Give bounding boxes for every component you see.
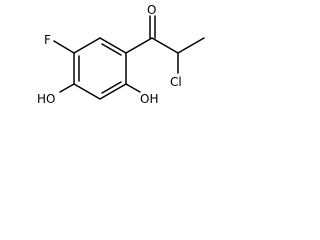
ring-bond-c1-c2-inner [101, 43, 122, 56]
ring-bond-c4-c5 [73, 83, 101, 100]
ring-bond-c1-c2 [99, 37, 127, 54]
bond-ring-fluorine [53, 40, 75, 54]
bond-carbonyl-alpha [151, 37, 179, 54]
chemical-structure: O F Cl HO OH [37, 3, 205, 106]
fluorine-label: F [44, 33, 51, 47]
ring-bond-c3-c4 [99, 83, 127, 100]
bond-alpha-methyl [177, 37, 205, 54]
bond-ring-hydroxyl-left [59, 83, 75, 93]
bond-ring-hydroxyl-right [125, 83, 141, 93]
ring-bond-c6-c1 [73, 37, 101, 54]
ring-bond-c3-c4-inner [101, 81, 122, 94]
hydroxyl-right-label: OH [140, 92, 158, 106]
chlorine-label: Cl [170, 75, 182, 89]
bond-ring-carbonyl [125, 37, 153, 54]
atom-labels: O F Cl HO OH [37, 3, 182, 106]
oxygen-carbonyl-label: O [147, 3, 156, 17]
hydroxyl-left-label: HO [37, 92, 55, 106]
bonds [53, 15, 205, 100]
